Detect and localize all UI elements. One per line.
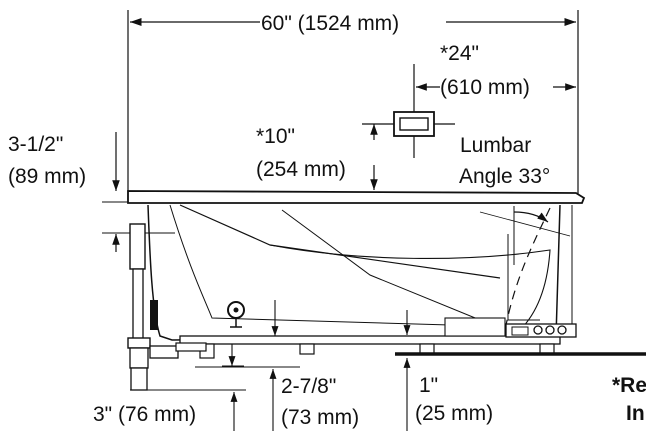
feet-height-in-label: 2-7/8"	[281, 375, 336, 398]
feet-height-mm-label: (73 mm)	[281, 406, 359, 429]
floor-gap-dimension: 1" (25 mm)	[403, 310, 493, 431]
floor-gap-in-label: 1"	[419, 374, 438, 397]
note-line-2: In	[626, 402, 645, 425]
rim-offset-in-label: 3-1/2"	[8, 133, 63, 156]
jet-offset-dimension: *24" (610 mm)	[416, 42, 576, 99]
jet-offset-mm-label: (610 mm)	[440, 76, 530, 99]
lumbar-label: Lumbar	[460, 134, 531, 157]
pump-motor	[505, 323, 577, 338]
drain-height-dimension: 3" (76 mm)	[93, 389, 246, 431]
rim-offset-mm-label: (89 mm)	[8, 165, 86, 188]
jet-offset-in-label: *24"	[440, 42, 479, 65]
drain-height-label: 3" (76 mm)	[93, 403, 196, 426]
tub-body	[127, 190, 646, 359]
lumbar-angle-label: Angle 33°	[459, 165, 550, 188]
note-line-1: *Re	[612, 374, 646, 397]
overall-width-dimension: 60" (1524 mm)	[127, 10, 579, 200]
overall-width-label: 60" (1524 mm)	[261, 12, 399, 35]
drain-assembly	[127, 223, 207, 391]
floor-gap-mm-label: (25 mm)	[415, 402, 493, 425]
jet-height-mm-label: (254 mm)	[256, 158, 346, 181]
jet-symbol	[362, 64, 455, 158]
jet-height-dimension: *10" (254 mm)	[256, 124, 378, 190]
rim-offset-dimension: 3-1/2" (89 mm)	[8, 132, 175, 252]
air-switch	[227, 301, 245, 328]
feet-height-dimension: 2-7/8" (73 mm)	[195, 366, 359, 431]
jet-height-in-label: *10"	[256, 125, 295, 148]
